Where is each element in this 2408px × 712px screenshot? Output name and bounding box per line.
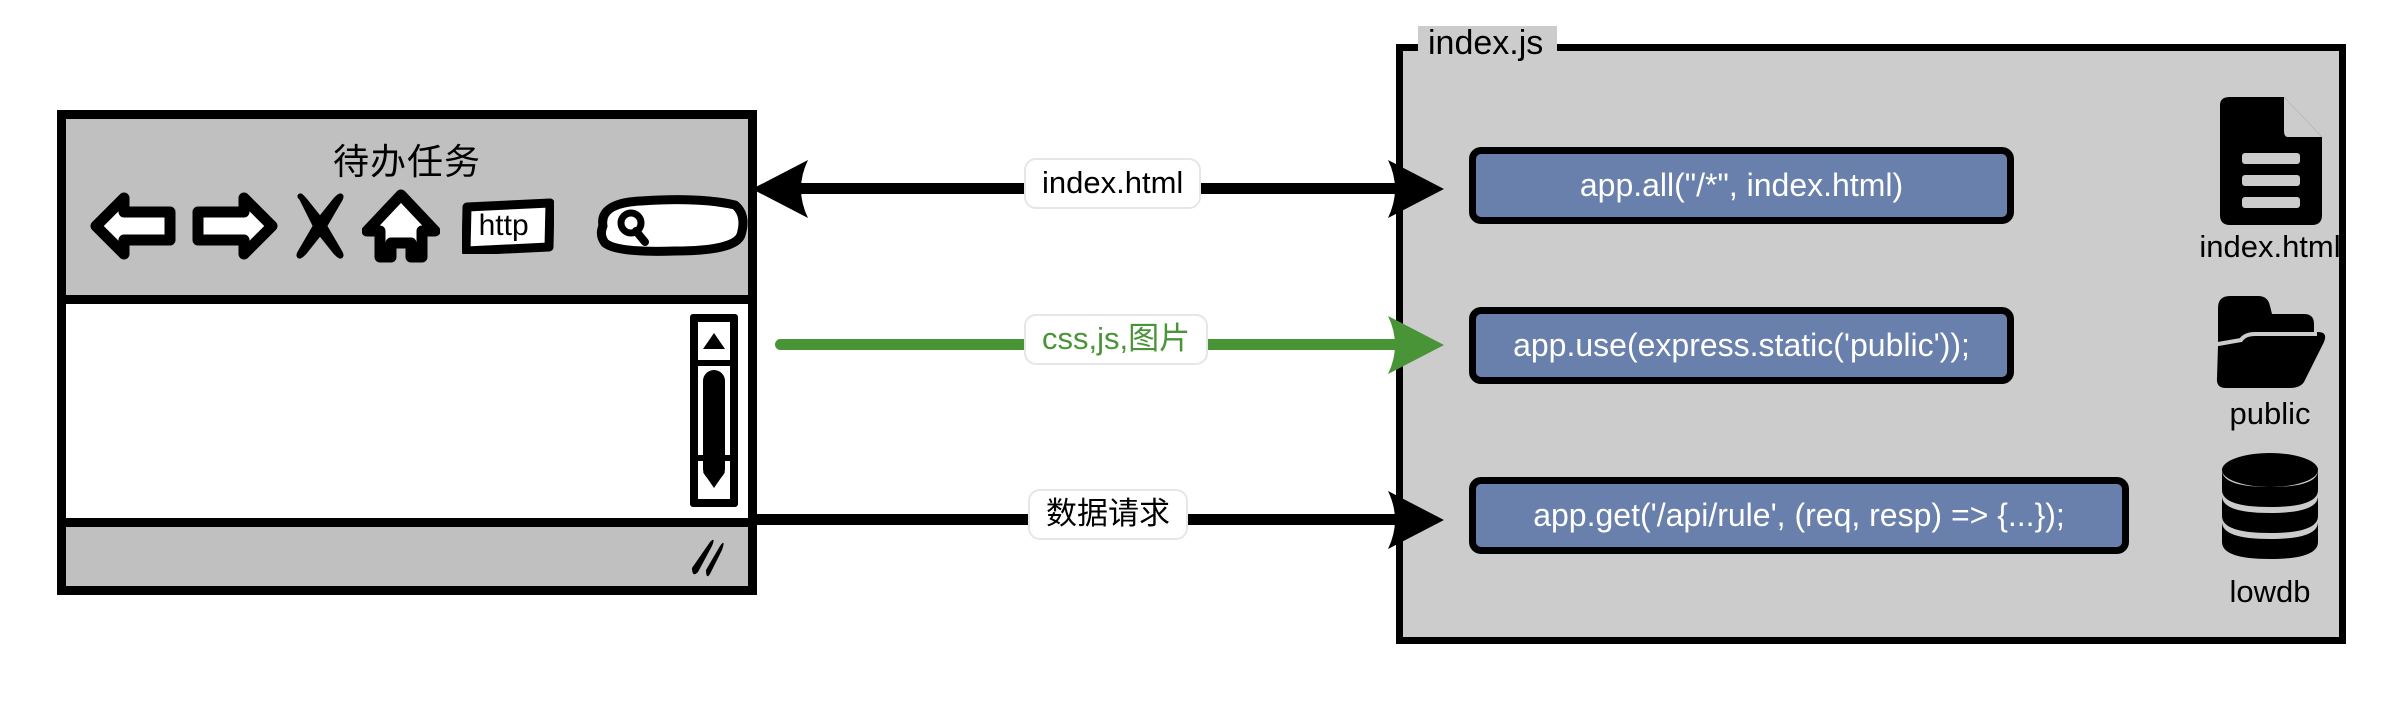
arrowhead-right-icon bbox=[1388, 160, 1444, 218]
asset-public-folder[interactable]: public bbox=[2155, 290, 2385, 432]
code-box-express-static[interactable]: app.use(express.static('public')); bbox=[1469, 307, 2014, 384]
browser-status-bar bbox=[66, 518, 748, 586]
back-arrow-icon[interactable] bbox=[90, 190, 176, 262]
flow-label-data-request: 数据请求 bbox=[1028, 489, 1188, 540]
code-box-app-all[interactable]: app.all("/*", index.html) bbox=[1469, 147, 2014, 224]
scrollbar-thumb[interactable] bbox=[703, 370, 725, 480]
folder-icon bbox=[2216, 296, 2326, 388]
asset-caption: index.html bbox=[2199, 229, 2341, 264]
search-icon bbox=[617, 209, 650, 246]
toolbar-icon-row: http bbox=[90, 181, 748, 271]
database-icon bbox=[2222, 453, 2318, 559]
code-box-app-get[interactable]: app.get('/api/rule', (req, resp) => {...… bbox=[1469, 477, 2129, 554]
stop-x-icon[interactable] bbox=[294, 190, 346, 262]
document-icon bbox=[2220, 97, 2322, 225]
arrowhead-left-icon bbox=[752, 160, 808, 218]
flow-label-static-assets: css,js,图片 bbox=[1024, 314, 1209, 365]
browser-window: 待办任务 bbox=[57, 110, 757, 595]
browser-content-area bbox=[66, 304, 748, 509]
http-badge[interactable]: http bbox=[462, 198, 554, 254]
forward-arrow-icon[interactable] bbox=[192, 190, 278, 262]
home-icon[interactable] bbox=[362, 189, 440, 263]
scroll-down-button[interactable] bbox=[698, 455, 730, 499]
triangle-down-icon bbox=[703, 472, 725, 488]
asset-caption: public bbox=[2229, 396, 2311, 431]
address-search-bar[interactable] bbox=[589, 195, 748, 257]
http-badge-label: http bbox=[478, 209, 529, 242]
indexjs-panel-legend: index.js bbox=[1418, 26, 1558, 60]
triangle-up-icon bbox=[703, 333, 725, 349]
asset-index-html[interactable]: index.html bbox=[2155, 95, 2385, 265]
vertical-scrollbar[interactable] bbox=[690, 314, 738, 507]
scroll-up-button[interactable] bbox=[698, 322, 730, 366]
arrowhead-right-green-icon bbox=[1388, 316, 1444, 374]
page-title: 待办任务 bbox=[332, 141, 481, 182]
asset-caption: lowdb bbox=[2229, 574, 2311, 609]
asset-lowdb[interactable]: lowdb bbox=[2155, 450, 2385, 610]
flow-label-index-html: index.html bbox=[1024, 158, 1202, 209]
browser-toolbar: 待办任务 bbox=[66, 119, 748, 304]
arrowhead-right-icon-2 bbox=[1388, 491, 1444, 549]
resize-grip-icon[interactable] bbox=[686, 534, 730, 578]
